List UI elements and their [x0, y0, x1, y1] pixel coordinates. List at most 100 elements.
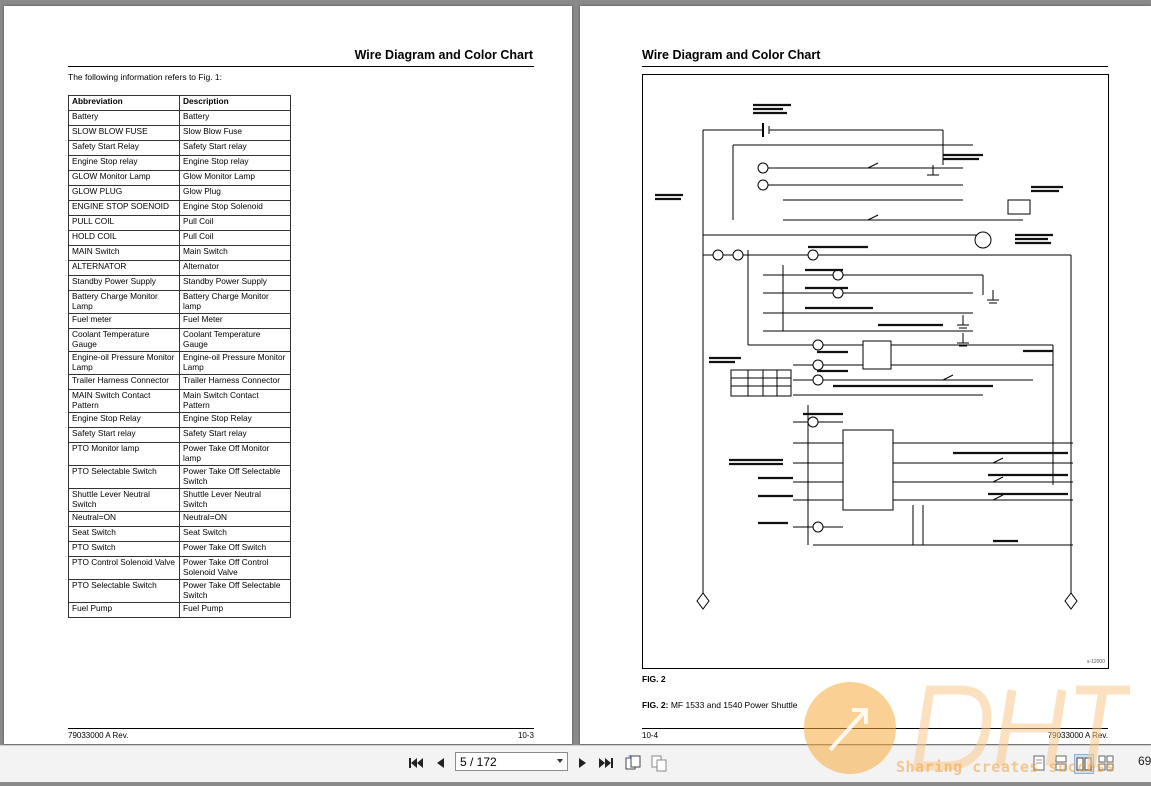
page-title: Wire Diagram and Color Chart [642, 48, 821, 62]
rotate-page-button[interactable] [624, 754, 642, 772]
description-cell: Power Take Off Switch [179, 541, 291, 557]
column-header-description: Description [179, 95, 291, 111]
intro-text: The following information refers to Fig.… [68, 72, 223, 82]
description-cell: Battery [179, 110, 291, 126]
abbreviation-cell: Engine Stop relay [68, 155, 180, 171]
footer-page-number: 10-4 [642, 731, 659, 740]
description-cell: Glow Plug [179, 185, 291, 201]
abbreviation-cell: Coolant Temperature Gauge [68, 328, 180, 352]
abbreviation-cell: MAIN Switch Contact Pattern [68, 389, 180, 413]
description-cell: Slow Blow Fuse [179, 125, 291, 141]
description-cell: Alternator [179, 260, 291, 276]
next-page-button[interactable] [574, 754, 592, 772]
abbreviation-cell: PTO Selectable Switch [68, 579, 180, 603]
abbreviation-cell: PTO Monitor lamp [68, 442, 180, 466]
footer-rule [68, 728, 534, 729]
description-cell: Main Switch [179, 245, 291, 261]
next-page-icon [579, 758, 586, 768]
page-title: Wire Diagram and Color Chart [354, 48, 533, 62]
description-cell: Engine Stop Solenoid [179, 200, 291, 216]
description-cell: Battery Charge Monitor lamp [179, 290, 291, 314]
column-header-abbreviation: Abbreviation [68, 95, 180, 111]
two-page-continuous-button[interactable] [1097, 754, 1115, 772]
title-rule [68, 66, 534, 67]
abbreviation-cell: GLOW Monitor Lamp [68, 170, 180, 186]
abbreviation-cell: Engine-oil Pressure Monitor Lamp [68, 351, 180, 375]
zoom-level[interactable]: 69 [1138, 754, 1151, 768]
description-cell: Pull Coil [179, 215, 291, 231]
description-cell: Engine Stop relay [179, 155, 291, 171]
description-cell: Standby Power Supply [179, 275, 291, 291]
continuous-view-button[interactable] [1052, 754, 1070, 772]
abbreviation-cell: Shuttle Lever Neutral Switch [68, 488, 180, 512]
abbreviation-cell: PTO Control Solenoid Valve [68, 556, 180, 580]
description-cell: Engine Stop Relay [179, 412, 291, 428]
table-header-row: Abbreviation Description [68, 95, 291, 111]
previous-page-button[interactable] [431, 754, 449, 772]
two-page-view-button[interactable] [1074, 754, 1094, 774]
abbreviation-cell: Fuel meter [68, 313, 180, 329]
description-cell: Seat Switch [179, 526, 291, 542]
viewer-toolbar: 5 / 172 69 [0, 745, 1151, 782]
abbreviation-cell: MAIN Switch [68, 245, 180, 261]
description-cell: Trailer Harness Connector [179, 374, 291, 390]
description-cell: Pull Coil [179, 230, 291, 246]
previous-page-icon [437, 758, 444, 768]
last-page-button[interactable] [597, 754, 615, 772]
description-cell: Safety Start relay [179, 427, 291, 443]
figure-caption: FIG. 2: MF 1533 and 1540 Power Shuttle [642, 700, 798, 710]
pages-icon [651, 755, 667, 772]
footer-page-number: 10-3 [517, 731, 534, 740]
chevron-down-icon [557, 759, 563, 763]
two-page-continuous-icon [1098, 755, 1114, 771]
description-cell: Power Take Off Control Solenoid Valve [179, 556, 291, 580]
description-cell: Safety Start relay [179, 140, 291, 156]
diagram-id: s-12000 [1087, 659, 1105, 665]
last-page-icon [599, 758, 613, 768]
abbreviation-cell: ALTERNATOR [68, 260, 180, 276]
figure-label: FIG. 2 [642, 674, 666, 684]
single-page-icon [1033, 755, 1045, 771]
abbreviation-cell: Battery [68, 110, 180, 126]
single-page-view-button[interactable] [1030, 754, 1048, 772]
abbreviation-cell: HOLD COIL [68, 230, 180, 246]
description-cell: Glow Monitor Lamp [179, 170, 291, 186]
title-rule [642, 66, 1108, 67]
rotate-icon [625, 755, 641, 770]
abbreviation-cell: SLOW BLOW FUSE [68, 125, 180, 141]
wiring-diagram-frame: s-12000 [642, 74, 1109, 669]
description-cell: Fuel Pump [179, 602, 291, 618]
description-cell: Power Take Off Selectable Switch [179, 579, 291, 603]
wiring-diagram: s-12000 [655, 103, 1105, 665]
first-page-button[interactable] [407, 754, 425, 772]
abbreviation-cell: Battery Charge Monitor Lamp [68, 290, 180, 314]
abbreviation-cell: GLOW PLUG [68, 185, 180, 201]
copy-page-button[interactable] [650, 754, 668, 772]
page-number-field[interactable]: 5 / 172 [455, 752, 568, 771]
continuous-page-icon [1055, 755, 1067, 771]
description-cell: Power Take Off Selectable Switch [179, 465, 291, 489]
